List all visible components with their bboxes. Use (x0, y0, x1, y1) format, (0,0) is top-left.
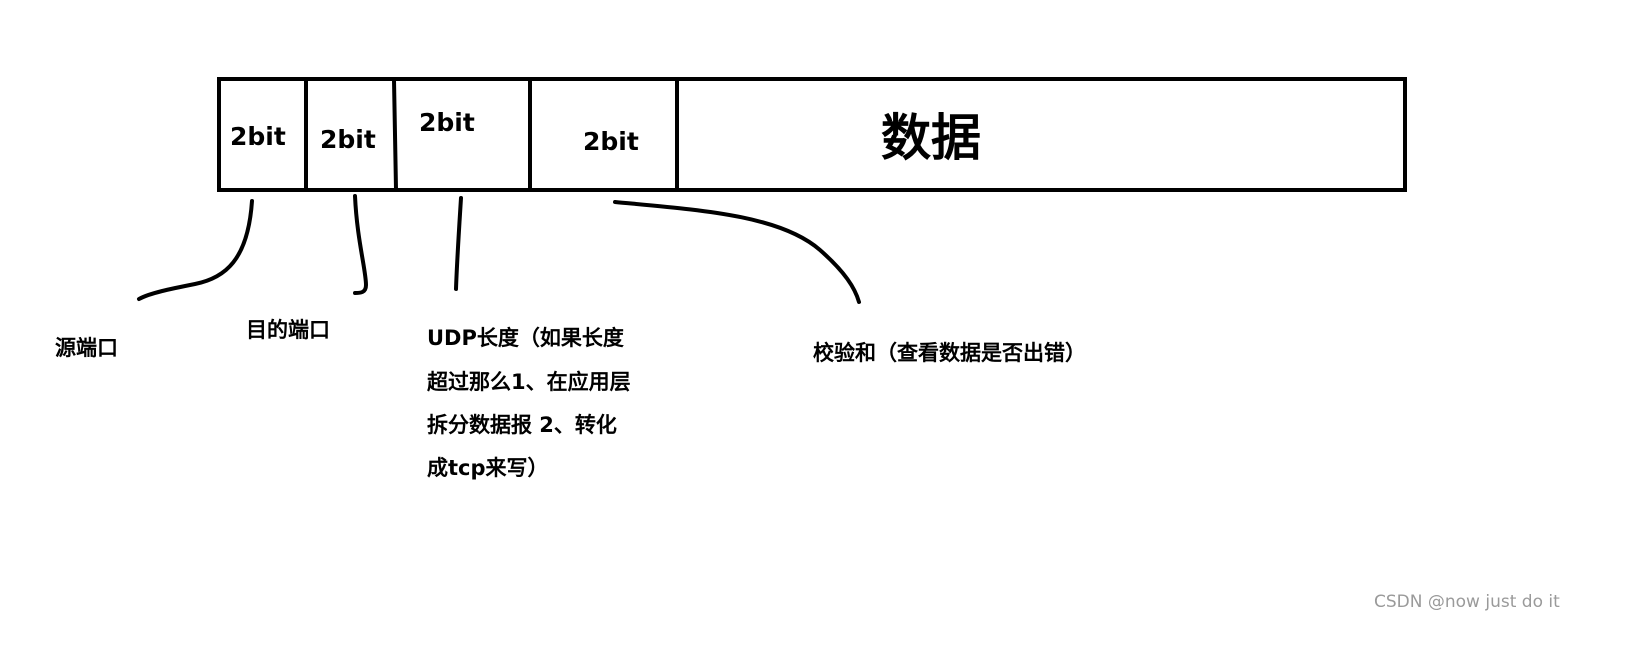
label-length-line: 超过那么1、在应用层 (427, 370, 631, 394)
data-field-label: 数据 (881, 109, 981, 167)
divider (392, 78, 398, 191)
field-size-length: 2bit (419, 108, 475, 137)
label-length-line: 成tcp来写） (427, 456, 549, 480)
connector-dest-port (353, 194, 369, 295)
field-size-source-port: 2bit (230, 122, 286, 151)
watermark: CSDN @now just do it (1374, 592, 1560, 612)
connector-checksum (613, 200, 861, 304)
label-dest-port: 目的端口 (246, 318, 330, 342)
header-box (217, 77, 1407, 192)
connector-source-port (137, 199, 254, 301)
label-length-line: UDP长度（如果长度 (427, 326, 624, 350)
field-size-dest-port: 2bit (320, 125, 376, 154)
connector-length (454, 196, 463, 291)
label-source-port: 源端口 (55, 336, 118, 360)
label-length-line: 拆分数据报 2、转化 (427, 413, 617, 437)
field-size-checksum: 2bit (583, 127, 639, 156)
label-checksum: 校验和（查看数据是否出错） (813, 341, 1086, 365)
